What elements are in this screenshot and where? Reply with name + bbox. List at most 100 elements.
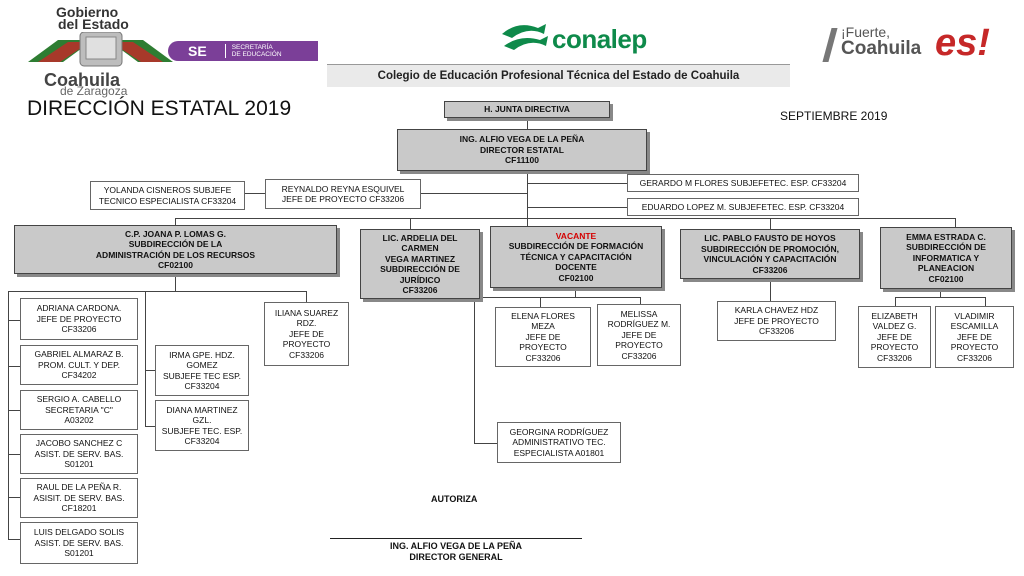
formacion-line3: DOCENTE <box>555 262 597 273</box>
promocion-line2: SUBDIRECCIÓN DE PROMOCIÓN, <box>701 243 839 254</box>
formacion-line2: TÉCNICA Y CAPACITACIÓN <box>520 251 632 262</box>
irma-line2: GOMEZ <box>186 360 218 370</box>
director-code: CF11100 <box>504 155 540 166</box>
sergio-line3: A03202 <box>64 415 94 426</box>
conalep-emblem-icon <box>502 24 548 50</box>
promocion-line3: VINCULACIÓN Y CAPACITACIÓN <box>703 254 837 264</box>
iliana-line5: CF33206 <box>289 349 324 360</box>
informatica-line3: INFORMATICA Y <box>912 252 980 263</box>
informatica-line2: SUBDIRECCIÓN DE <box>906 242 986 253</box>
elena-box: ELENA FLORES MEZA JEFE DE PROYECTO CF332… <box>495 307 591 367</box>
karla-line2: JEFE DE PROYECTO <box>734 315 819 326</box>
karla-line1: KARLA CHAVEZ HDZ <box>734 305 819 316</box>
fuerte-coahuila-logo: ¡Fuerte, Coahuila es! <box>822 20 1015 80</box>
subdireccion-promocion-box: LIC. PABLO FAUSTO DE HOYOS SUBDIRECCIÓN … <box>680 229 860 279</box>
recursos-line4: CF02100 <box>158 260 193 270</box>
vladimir-line3: JEFE DE <box>957 331 992 342</box>
subdireccion-juridico-box: LIC. ARDELIA DEL CARMEN VEGA MARTINEZ SU… <box>360 229 480 299</box>
promocion-line1: LIC. PABLO FAUSTO DE HOYOS <box>704 233 836 243</box>
subdireccion-informatica-box: EMMA ESTRADA C. SUBDIRECCIÓN DE INFORMAT… <box>880 227 1012 289</box>
georgina-line3: ESPECIALISTA A01801 <box>513 447 605 458</box>
juridico-line3: VEGA MARTINEZ <box>384 253 456 264</box>
formacion-line4: CF02100 <box>558 272 594 283</box>
jacobo-line3: S01201 <box>64 459 94 470</box>
elena-line1: ELENA FLORES <box>511 310 575 321</box>
conalep-wordmark: conalep <box>552 24 647 54</box>
georgina-line2: ADMINISTRATIVO TEC. <box>512 437 606 448</box>
gabriel-box: GABRIEL ALMARAZ B. PROM. CULT. Y DEP. CF… <box>20 345 138 385</box>
director-name: ING. ALFIO VEGA DE LA PEÑA <box>459 134 585 145</box>
irma-line4: CF33204 <box>184 381 220 391</box>
iliana-line3: JEFE DE <box>289 328 324 339</box>
gerardo-label: GERARDO M FLORES SUBJEFETEC. ESP. CF3320… <box>639 177 847 188</box>
elizabeth-line4: PROYECTO <box>870 342 919 353</box>
elizabeth-line3: JEFE DE <box>877 331 912 342</box>
eduardo-box: EDUARDO LOPEZ M. SUBJEFETEC. ESP. CF3320… <box>627 198 859 216</box>
gobierno-logo-line2: del Estado <box>58 16 129 32</box>
informatica-line5: CF02100 <box>928 273 964 284</box>
formacion-vacante: VACANTE <box>555 230 597 241</box>
vladimir-box: VLADIMIR ESCAMILLA JEFE DE PROYECTO CF33… <box>935 306 1014 368</box>
iliana-line2: RDZ. <box>296 318 317 329</box>
adriana-line3: CF33206 <box>61 324 97 335</box>
reynaldo-box: REYNALDO REYNA ESQUIVEL JEFE DE PROYECTO… <box>265 179 421 209</box>
iliana-box: ILIANA SUAREZ RDZ. JEFE DE PROYECTO CF33… <box>264 302 349 366</box>
college-name: Colegio de Educación Profesional Técnica… <box>377 70 740 82</box>
jacobo-line1: JACOBO SANCHEZ C <box>35 438 123 449</box>
diana-line1: DIANA MARTINEZ <box>166 404 238 415</box>
coat-of-arms-icon <box>28 32 173 68</box>
eduardo-label: EDUARDO LOPEZ M. SUBJEFETEC. ESP. CF3320… <box>641 201 845 212</box>
raul-box: RAUL DE LA PEÑA R. ASISIT. DE SERV. BAS.… <box>20 478 138 518</box>
signature-line <box>330 538 582 539</box>
adriana-box: ADRIANA CARDONA. JEFE DE PROYECTO CF3320… <box>20 298 138 340</box>
luis-line3: S01201 <box>64 548 94 559</box>
yolanda-line1: YOLANDA CISNEROS SUBJEFE <box>103 185 232 195</box>
elena-line3: JEFE DE <box>525 331 561 342</box>
vladimir-line4: PROYECTO <box>950 342 999 353</box>
page-title: DIRECCIÓN ESTATAL 2019 <box>27 97 292 120</box>
vladimir-line2: ESCAMILLA <box>950 321 999 332</box>
junta-directiva-label: H. JUNTA DIRECTIVA <box>484 104 570 115</box>
page-date: SEPTIEMBRE 2019 <box>780 109 888 123</box>
recursos-line3: ADMINISTRACIÓN DE LOS RECURSOS <box>95 249 256 260</box>
yolanda-line2: TECNICO ESPECIALISTA CF33204 <box>98 195 237 206</box>
adriana-line2: JEFE DE PROYECTO <box>36 313 122 324</box>
elizabeth-line2: VALDEZ G. <box>872 321 917 332</box>
autoriza-label: AUTORIZA <box>431 494 478 504</box>
recursos-line2: SUBDIRECCIÓN DE LA <box>128 239 223 249</box>
elena-line4: PROYECTO <box>519 342 567 353</box>
karla-line3: CF33206 <box>759 326 794 337</box>
raul-line3: CF18201 <box>61 503 97 514</box>
gobierno-logo-line1: Gobierno <box>56 4 119 20</box>
signer-name: ING. ALFIO VEGA DE LA PEÑA <box>389 541 522 551</box>
luis-line1: LUIS DELGADO SOLIS <box>33 527 125 538</box>
informatica-line1: EMMA ESTRADA C. <box>906 231 986 242</box>
juridico-line5: JURÍDICO <box>399 274 441 285</box>
gabriel-line1: GABRIEL ALMARAZ B. <box>34 349 124 360</box>
subdireccion-formacion-box: VACANTE SUBDIRECCIÓN DE FORMACIÓN TÉCNIC… <box>490 226 662 288</box>
jacobo-box: JACOBO SANCHEZ C ASIST. DE SERV. BAS. S0… <box>20 434 138 474</box>
diana-line3: SUBJEFE TEC. ESP. <box>161 425 243 436</box>
signer-title: DIRECTOR GENERAL <box>409 552 503 562</box>
fuerte-logo-line2: Coahuila <box>841 38 922 59</box>
sergio-line2: SECRETARIA "C" <box>45 404 113 415</box>
promocion-line4: CF33206 <box>752 264 788 275</box>
juridico-line1: LIC. ARDELIA DEL <box>382 232 458 243</box>
vladimir-line1: VLADIMIR <box>954 310 995 321</box>
juridico-line6: CF33206 <box>402 285 438 295</box>
elena-line5: CF33206 <box>525 352 561 363</box>
irma-box: IRMA GPE. HDZ. GOMEZ SUBJEFE TEC ESP. CF… <box>155 345 249 396</box>
gabriel-line3: CF34202 <box>61 370 97 381</box>
conalep-logo: conalep <box>498 18 678 58</box>
melissa-line1: MELISSA <box>620 308 658 319</box>
raul-line2: ASISIT. DE SERV. BAS. <box>33 492 125 503</box>
raul-line1: RAUL DE LA PEÑA R. <box>36 482 122 493</box>
formacion-line1: SUBDIRECCIÓN DE FORMACIÓN <box>508 241 644 252</box>
irma-line1: IRMA GPE. HDZ. <box>169 349 235 360</box>
se-logo-line1: SECRETARÍA <box>231 44 273 51</box>
luis-box: LUIS DELGADO SOLIS ASIST. DE SERV. BAS. … <box>20 522 138 564</box>
melissa-line3: JEFE DE <box>621 329 657 340</box>
elizabeth-line1: ELIZABETH <box>871 310 918 321</box>
georgina-line1: GEORGINA RODRÍGUEZ <box>509 426 609 437</box>
gobierno-coahuila-logo: Gobierno del Estado Coahuila de Zaragoza <box>28 2 173 98</box>
